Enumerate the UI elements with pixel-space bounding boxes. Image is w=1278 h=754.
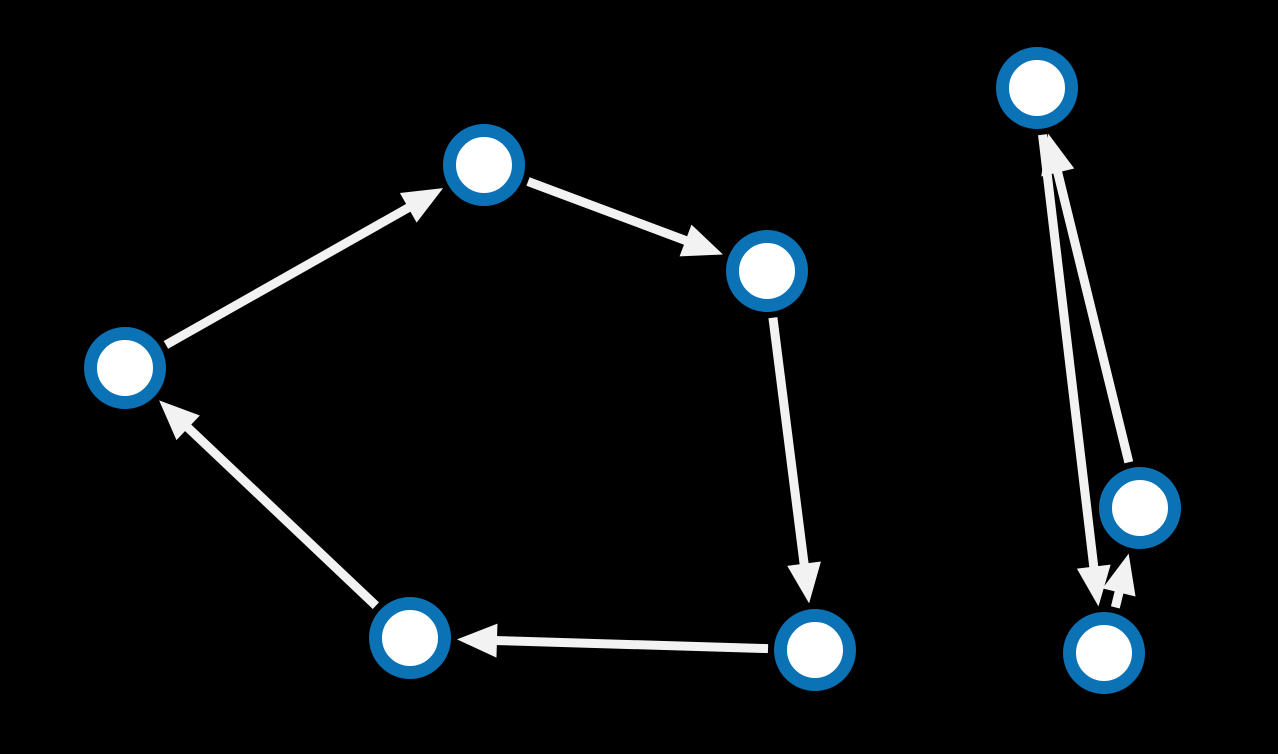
graph-node[interactable] <box>774 609 856 691</box>
graph-edge[interactable] <box>456 623 769 658</box>
graph-edge[interactable] <box>1102 553 1136 609</box>
node-circle <box>726 230 808 312</box>
edge-layer <box>159 133 1136 658</box>
node-circle <box>774 609 856 691</box>
edge-arrowhead <box>1102 553 1136 597</box>
edge-arrowhead <box>679 224 723 257</box>
node-circle <box>443 124 525 206</box>
graph-edge[interactable] <box>526 177 723 257</box>
graph-edge[interactable] <box>1041 133 1134 464</box>
graph-edge[interactable] <box>163 188 444 349</box>
edge-arrowhead <box>1041 133 1075 177</box>
node-circle <box>1063 612 1145 694</box>
edge-arrowhead <box>159 400 200 441</box>
node-layer <box>84 47 1181 694</box>
edge-arrowhead <box>1076 564 1111 607</box>
graph-node[interactable] <box>369 597 451 679</box>
edge-shaft <box>768 317 809 568</box>
node-circle <box>84 327 166 409</box>
edge-arrowhead <box>399 188 444 223</box>
graph-node[interactable] <box>1099 467 1181 549</box>
graph-edge[interactable] <box>159 400 379 609</box>
graph-node[interactable] <box>726 230 808 312</box>
edge-shaft <box>163 202 414 349</box>
graph-node[interactable] <box>443 124 525 206</box>
node-circle <box>996 47 1078 129</box>
edge-arrowhead <box>456 623 498 658</box>
node-circle <box>369 597 451 679</box>
edge-shaft <box>182 422 379 609</box>
edge-shaft <box>493 635 769 654</box>
edge-shaft <box>1052 168 1134 464</box>
edge-shaft <box>1038 134 1099 571</box>
graph-edge[interactable] <box>768 317 821 604</box>
node-circle <box>1099 467 1181 549</box>
graph-node[interactable] <box>84 327 166 409</box>
edge-arrowhead <box>787 561 821 604</box>
graph-node[interactable] <box>996 47 1078 129</box>
graph-edge[interactable] <box>1038 134 1111 607</box>
graph-node[interactable] <box>1063 612 1145 694</box>
edge-shaft <box>526 177 691 246</box>
